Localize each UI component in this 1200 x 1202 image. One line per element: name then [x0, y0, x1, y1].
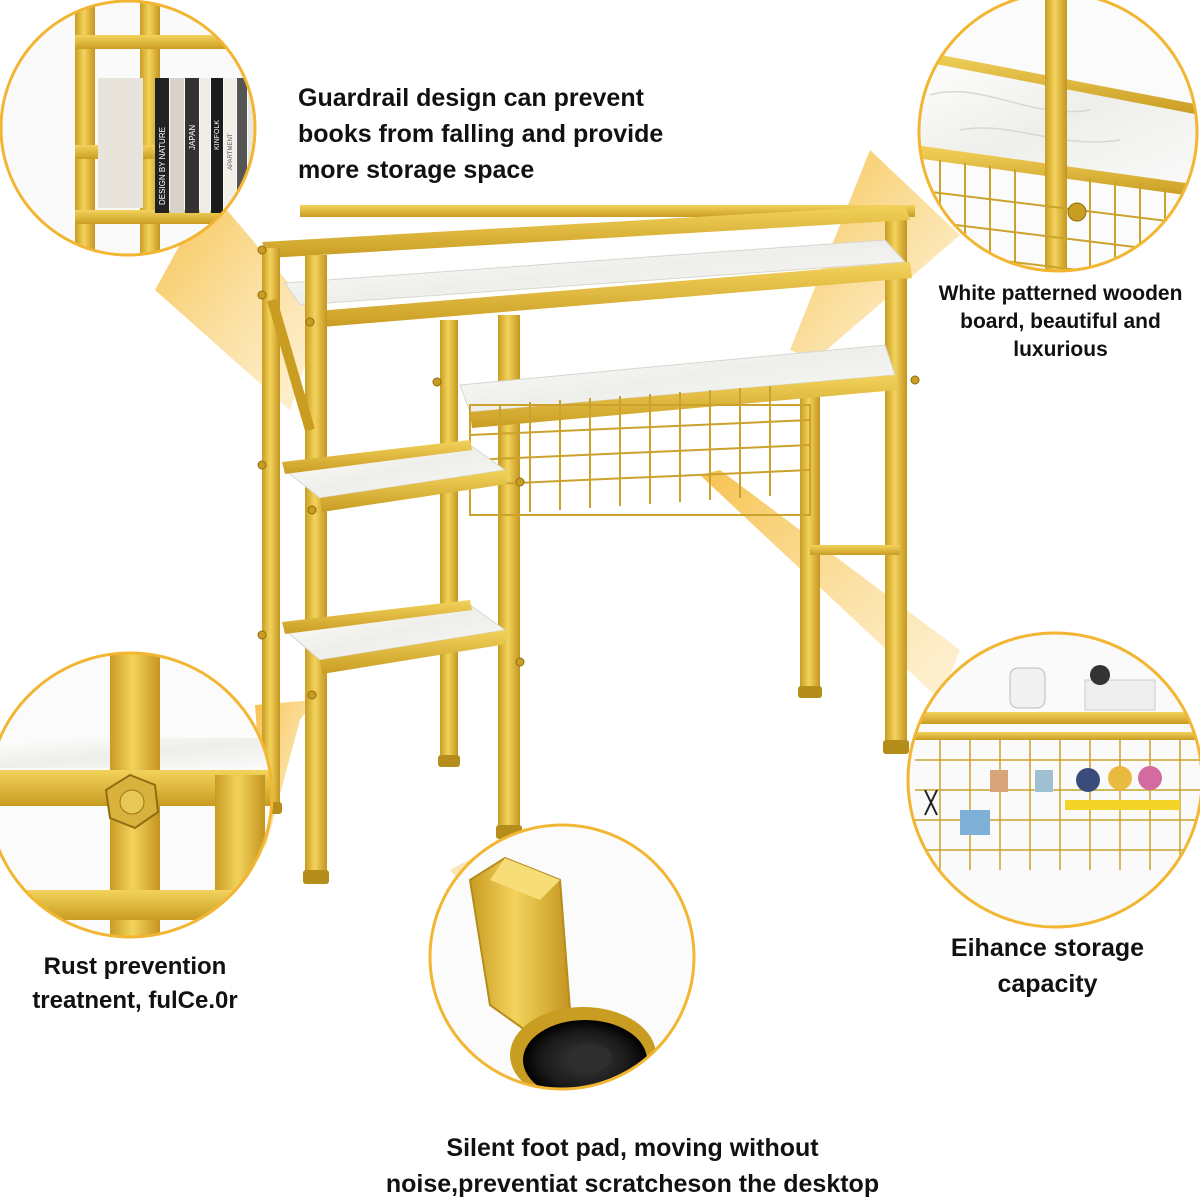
caption-foot-line-2: noise,preventiat scratcheson the desktop	[385, 1170, 880, 1198]
caption-rust-line-2: treatnent, fulCe.0r	[32, 987, 238, 1014]
caption-guardrail-line-2: books from falling and provide	[298, 120, 664, 148]
zoom-foot-pad	[428, 823, 696, 1091]
caption-board: White patterned wooden board, beautiful …	[918, 280, 1200, 364]
caption-rust-line-1: Rust prevention	[43, 953, 227, 980]
book-spine-1: DESIGN BY NATURE	[158, 127, 167, 205]
shelf-product	[257, 205, 920, 884]
caption-rust: Rust prevention treatnent, fulCe.0r	[0, 950, 270, 1018]
caption-guardrail-line-1: Guardrail design can prevent	[298, 84, 644, 112]
grid-panel	[469, 386, 811, 516]
book-spine-4: APARTMENT	[228, 133, 234, 170]
caption-foot-pad: Silent foot pad, moving without noise,pr…	[300, 1130, 965, 1202]
zoom-grid-storage	[906, 631, 1200, 929]
caption-guardrail: Guardrail design can prevent books from …	[298, 80, 663, 188]
caption-storage-line-1: Eihance storage	[950, 934, 1145, 962]
caption-storage: Eihance storage capacity	[920, 930, 1175, 1002]
caption-board-line-1: White patterned wooden	[938, 282, 1183, 305]
zoom-guardrail-books: DESIGN BY NATURE JAPAN KINFOLK APARTMENT…	[0, 0, 257, 257]
zoom-rust-bolt	[0, 651, 274, 939]
callout-beam-storage	[700, 470, 960, 700]
zoom-marble-board	[917, 0, 1199, 273]
caption-storage-line-2: capacity	[997, 970, 1098, 998]
caption-foot-line-1: Silent foot pad, moving without	[446, 1134, 819, 1162]
book-spine-3: KINFOLK	[214, 120, 221, 150]
caption-guardrail-line-3: more storage space	[298, 156, 535, 184]
book-spine-2: JAPAN	[188, 125, 197, 150]
caption-board-line-3: luxurious	[1013, 338, 1108, 361]
caption-board-line-2: board, beautiful and	[960, 310, 1161, 333]
